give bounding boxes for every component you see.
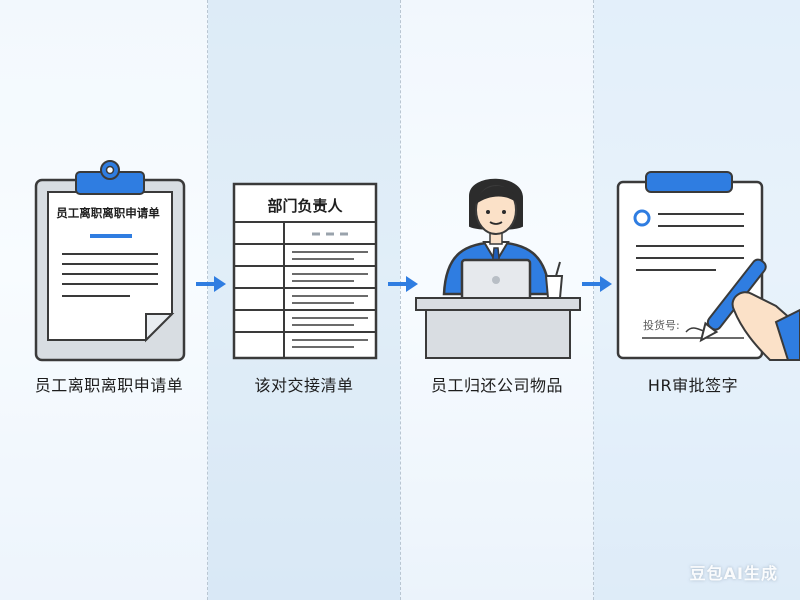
signed-document-icon [616, 171, 800, 361]
column-divider [400, 0, 401, 600]
right-arrow-icon [196, 276, 226, 292]
column-divider [593, 0, 594, 600]
field-label: 投货号: [643, 319, 680, 332]
step-2-label: 该对交接清单 [254, 376, 354, 395]
step-1-label: 员工离职离职申请单 [34, 376, 184, 395]
checklist-table-icon [232, 182, 378, 360]
clipboard-doc-title: 员工离职离职申请单 [56, 206, 160, 220]
clipboard-icon [34, 160, 186, 362]
right-arrow-icon [582, 276, 612, 292]
right-arrow-icon [388, 276, 418, 292]
step-4-label: HR审批签字 [647, 376, 739, 395]
step-3-label: 员工归还公司物品 [430, 376, 563, 395]
checklist-doc-title: 部门负责人 [267, 197, 343, 215]
watermark: 豆包AI生成 [689, 564, 778, 583]
employee-at-desk-icon [415, 178, 581, 359]
column-divider [207, 0, 208, 600]
